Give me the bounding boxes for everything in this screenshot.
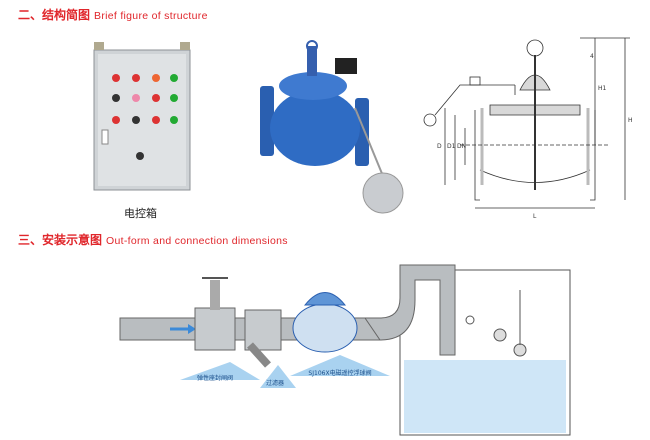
dim-H: H [628, 117, 633, 124]
dim-DN: DN [457, 143, 466, 150]
label-filter: 过滤器 [265, 380, 284, 387]
float-valve-photo [260, 40, 404, 214]
label-float-valve: SJ106X电磁遥控浮球阀 [308, 370, 372, 377]
dim-H1: H1 [598, 85, 607, 92]
control-box-image [93, 42, 191, 191]
dim-D1: D1 [447, 143, 456, 150]
item-number: 4 [590, 53, 594, 60]
label-gate-valve: 弹性座封闸阀 [196, 375, 233, 382]
dim-L: L [533, 213, 537, 220]
installation-diagram [119, 264, 571, 436]
control-box-caption: 电控箱 [124, 207, 157, 220]
dim-D: D [437, 143, 442, 150]
structure-drawing: L H H1 D D1 DN 4 [423, 37, 633, 220]
